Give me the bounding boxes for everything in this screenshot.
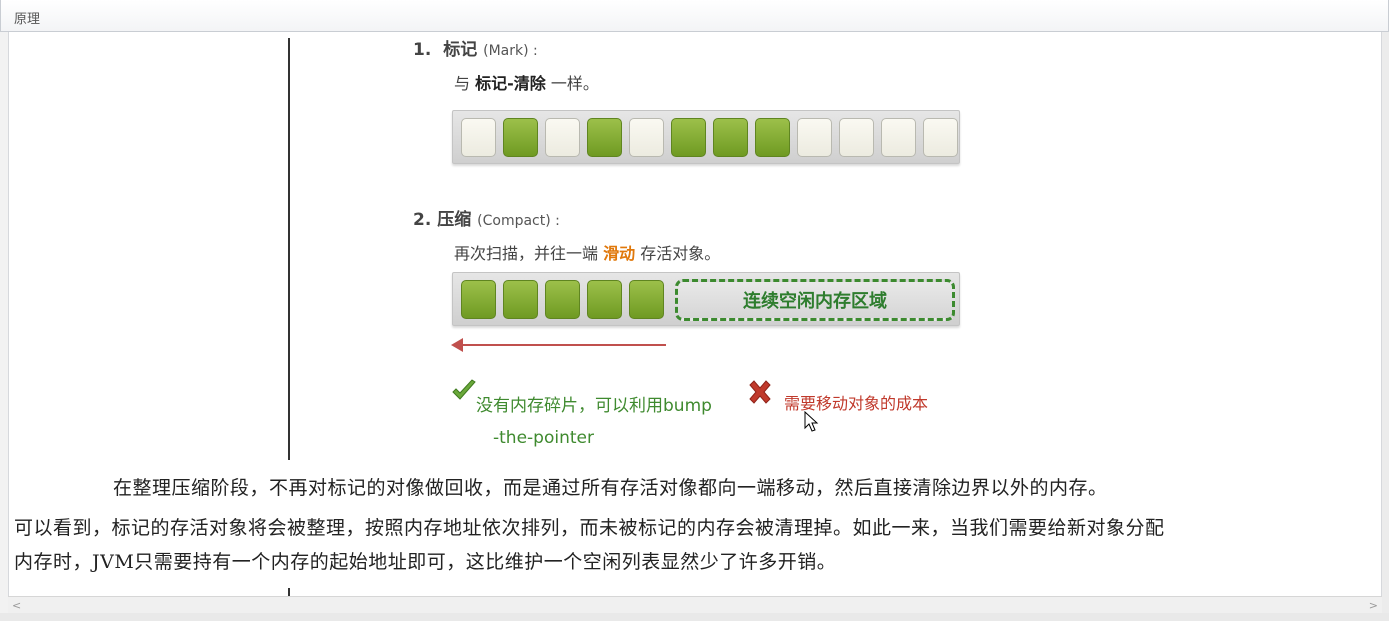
window-title: 原理 bbox=[14, 12, 41, 27]
mark-desc-prefix: 与 bbox=[454, 74, 471, 93]
memory-cell-empty bbox=[923, 118, 958, 157]
mark-heading-number: 1. bbox=[413, 40, 432, 60]
check-icon bbox=[452, 379, 476, 400]
pro-line-1: 没有内存碎片，可以利用bump bbox=[476, 396, 712, 416]
right-edge bbox=[1382, 32, 1389, 621]
free-memory-region: 连续空闲内存区域 bbox=[675, 279, 955, 321]
vertical-rule-tick bbox=[288, 588, 290, 596]
memory-cell-used bbox=[629, 280, 664, 319]
memory-cell-empty bbox=[881, 118, 916, 157]
memory-cell-empty bbox=[545, 118, 580, 157]
cross-icon bbox=[749, 380, 771, 404]
window-title-bar: 原理 bbox=[0, 0, 1389, 32]
pro-line-2: -the-pointer bbox=[493, 428, 594, 448]
mark-memory-bar bbox=[452, 110, 960, 164]
pro-text: 没有内存碎片，可以利用bump -the-pointer bbox=[476, 390, 746, 454]
memory-cell-used bbox=[503, 280, 538, 319]
compact-heading-title: 压缩 bbox=[437, 210, 472, 230]
compact-heading-en: (Compact) : bbox=[477, 213, 560, 229]
memory-cell-used bbox=[503, 118, 538, 157]
mouse-cursor-icon bbox=[804, 411, 819, 432]
window-bottom-edge bbox=[0, 613, 1389, 621]
compact-memory-bar: 连续空闲内存区域 bbox=[452, 272, 960, 326]
memory-cell-used bbox=[755, 118, 790, 157]
mark-desc-bold: 标记-清除 bbox=[475, 74, 546, 93]
slide-arrow-icon bbox=[451, 338, 463, 352]
vertical-rule bbox=[288, 38, 290, 460]
slide-arrow-line bbox=[460, 344, 666, 346]
mark-heading: 1. 标记 (Mark) : bbox=[413, 35, 538, 60]
compact-desc-highlight: 滑动 bbox=[603, 244, 636, 263]
memory-cell-used bbox=[713, 118, 748, 157]
body-paragraph-2-line-1: 可以看到，标记的存活对象将会被整理，按照内存地址依次排列，而未被标记的内存会被清… bbox=[14, 517, 1165, 539]
memory-cell-used bbox=[545, 280, 580, 319]
compact-description: 再次扫描，并往一端 滑动 存活对象。 bbox=[454, 240, 720, 264]
memory-cell-empty bbox=[461, 118, 496, 157]
memory-cell-used bbox=[461, 280, 496, 319]
horizontal-scrollbar[interactable]: < > bbox=[8, 596, 1382, 613]
scroll-left-icon[interactable]: < bbox=[12, 599, 22, 612]
left-edge bbox=[0, 32, 8, 621]
memory-cell-used bbox=[587, 280, 622, 319]
con-text: 需要移动对象的成本 bbox=[784, 394, 929, 413]
memory-cell-used bbox=[587, 118, 622, 157]
mark-heading-en: (Mark) : bbox=[483, 43, 538, 59]
free-region-label: 连续空闲内存区域 bbox=[743, 291, 887, 312]
mark-desc-suffix: 一样。 bbox=[550, 74, 599, 93]
scroll-right-icon[interactable]: > bbox=[1368, 599, 1378, 612]
memory-cell-empty bbox=[797, 118, 832, 157]
mark-description: 与 标记-清除 一样。 bbox=[454, 70, 599, 94]
mark-heading-title: 标记 bbox=[443, 40, 478, 60]
compact-heading: 2. 压缩 (Compact) : bbox=[413, 205, 560, 230]
memory-cell-empty bbox=[839, 118, 874, 157]
memory-cell-empty bbox=[629, 118, 664, 157]
body-paragraph-2-line-2: 内存时，JVM只需要持有一个内存的起始地址即可，这比维护一个空闲列表显然少了许多… bbox=[14, 551, 837, 573]
compact-desc-prefix: 再次扫描，并往一端 bbox=[454, 244, 599, 263]
body-paragraph-1: 在整理压缩阶段，不再对标记的对像做回收，而是通过所有存活对像都向一端移动，然后直… bbox=[113, 477, 1108, 499]
compact-heading-number: 2. bbox=[413, 210, 432, 230]
memory-cell-used bbox=[671, 118, 706, 157]
compact-desc-suffix: 存活对象。 bbox=[640, 244, 721, 263]
